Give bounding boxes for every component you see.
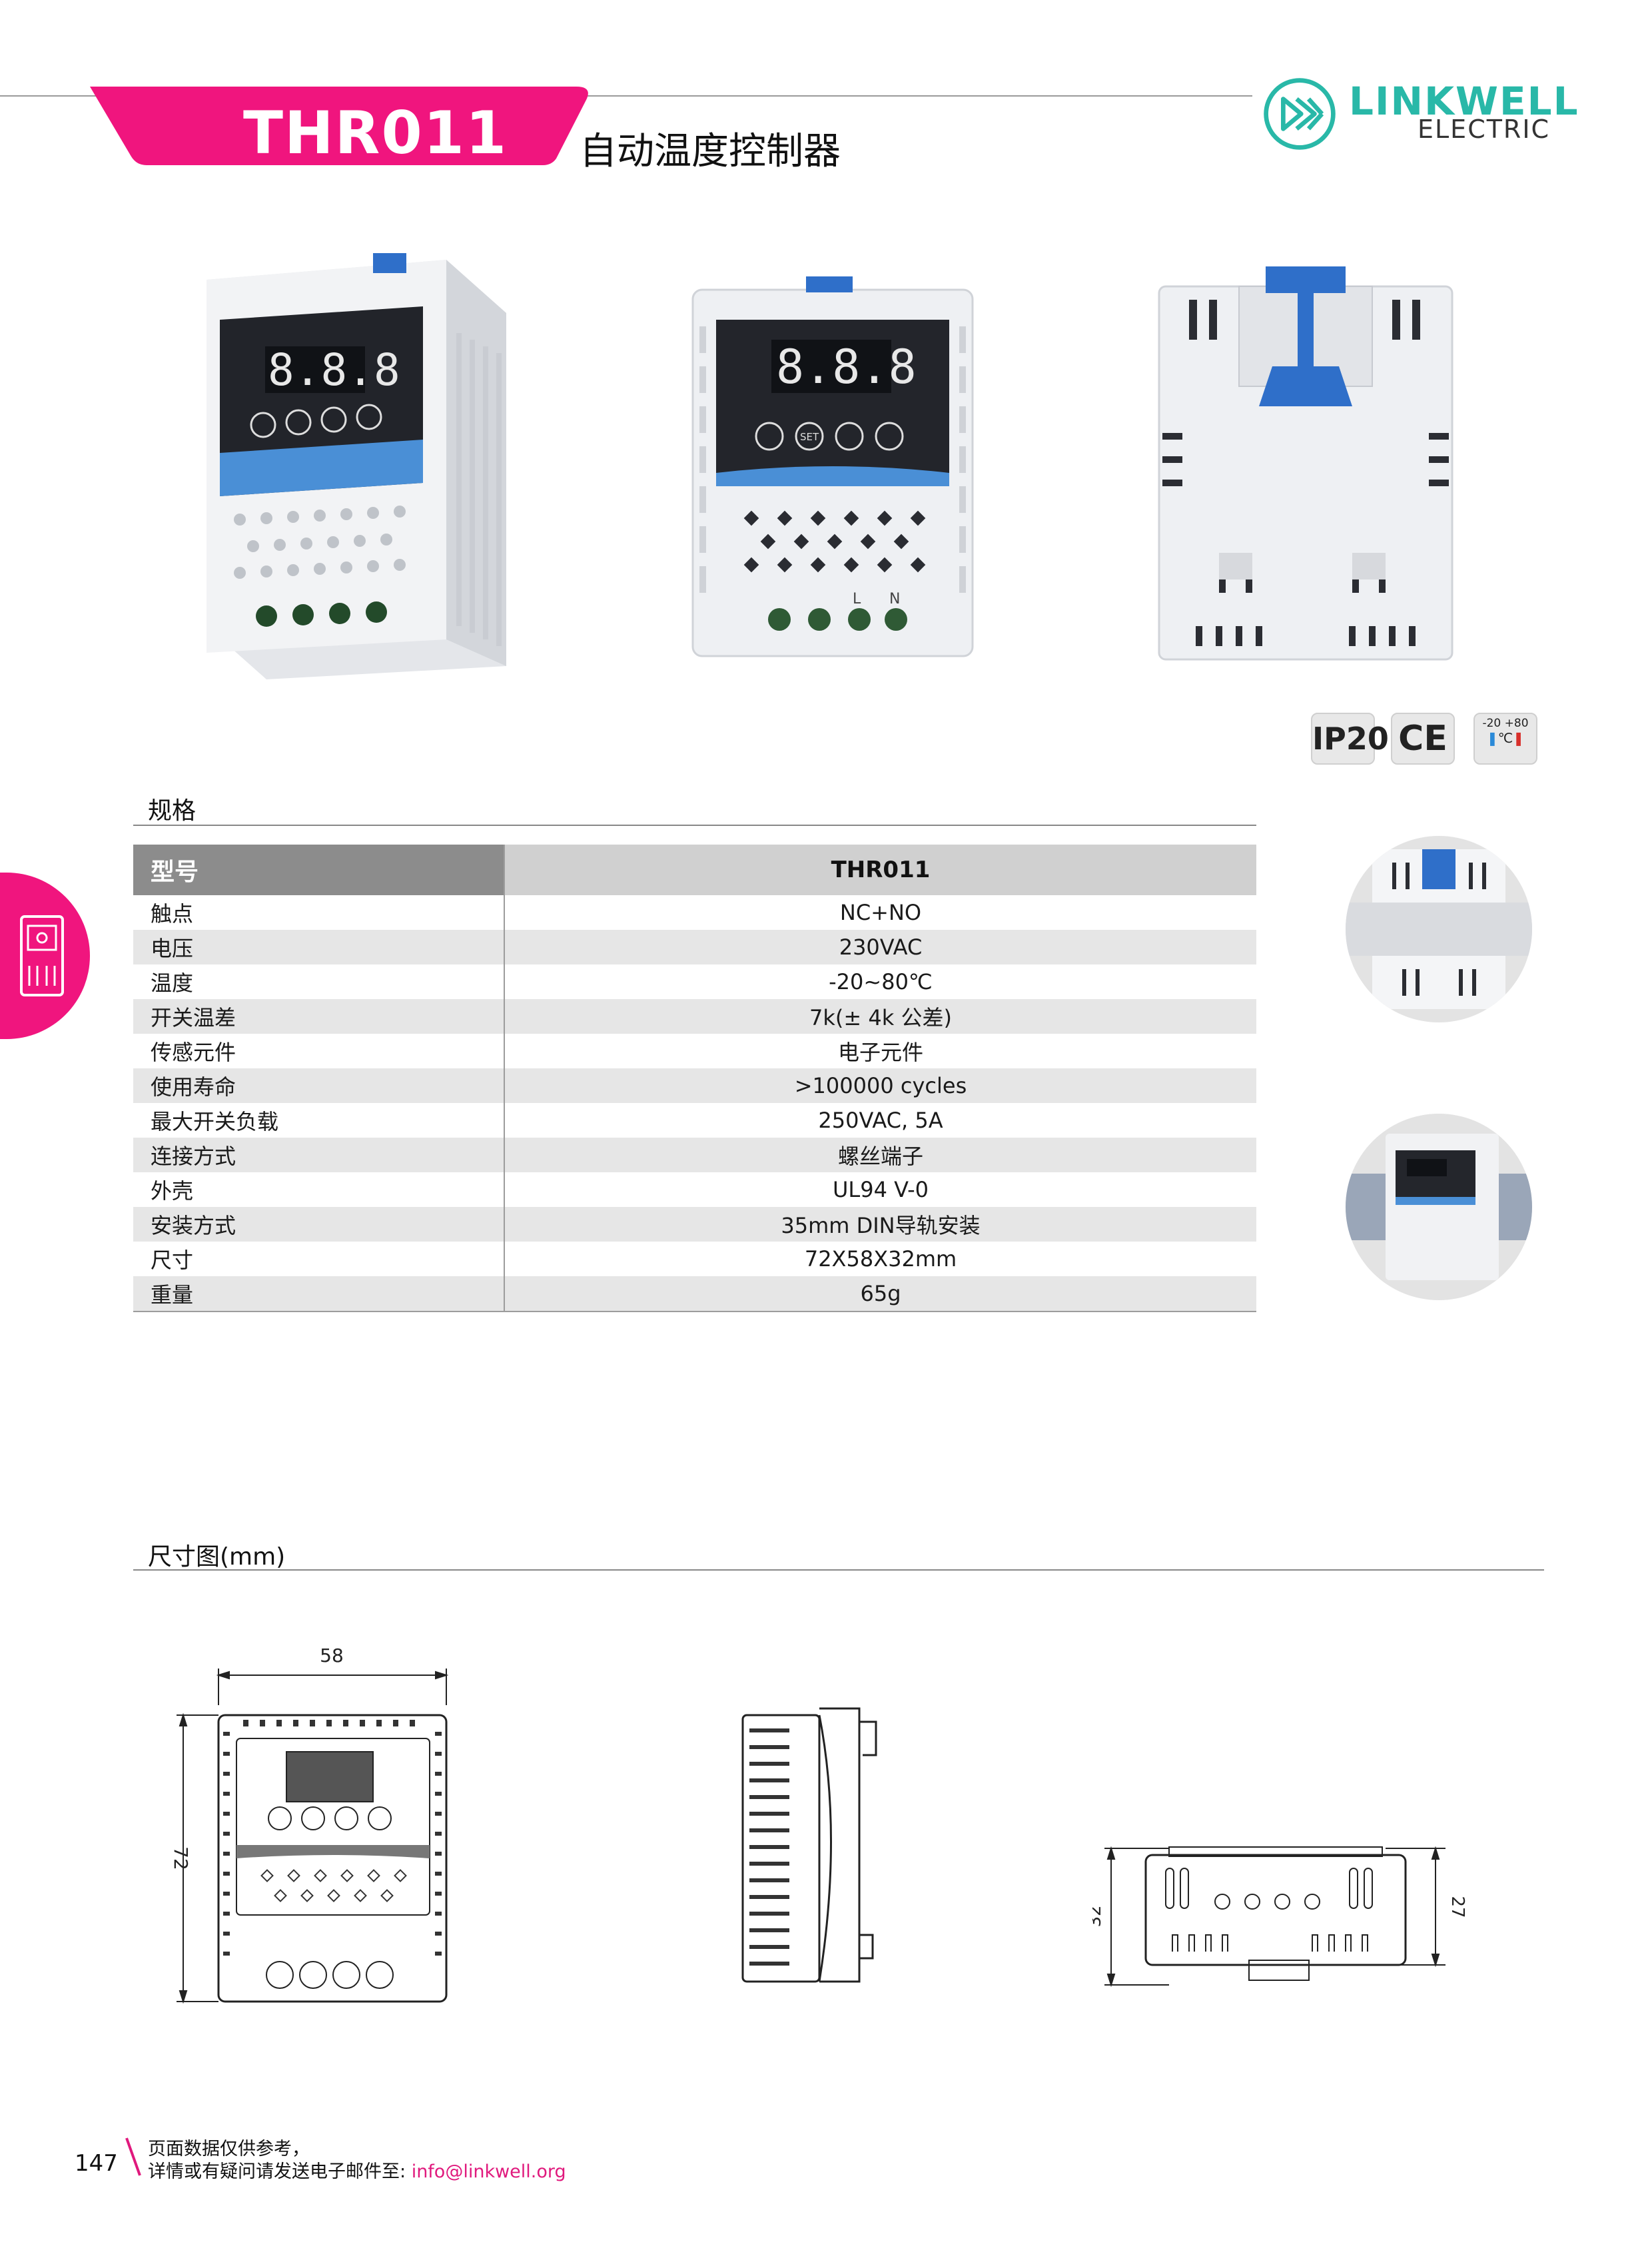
spec-row: 最大开关负载 250VAC, 5A <box>133 1103 1256 1138</box>
dimension-section-title: 尺寸图(mm) <box>148 1543 286 1571</box>
svg-text:SET: SET <box>800 431 819 443</box>
spec-row: 温度 -20~80℃ <box>133 964 1256 999</box>
spec-row: 尺寸 72X58X32mm <box>133 1242 1256 1276</box>
svg-text:L: L <box>853 591 861 607</box>
spec-row: 外壳 UL94 V-0 <box>133 1172 1256 1207</box>
footer-note: 页面数据仅供参考， 详情或有疑问请发送电子邮件至: info@linkwell.… <box>148 2138 566 2183</box>
spec-value: 250VAC, 5A <box>504 1103 1256 1138</box>
footer-line-2: 详情或有疑问请发送电子邮件至: <box>148 2161 412 2182</box>
spec-section-rule <box>133 825 1256 826</box>
spec-label: 触点 <box>151 901 194 927</box>
spec-label: 传感元件 <box>151 1040 236 1065</box>
inner-depth-dimension-label: 27 <box>1447 1896 1465 1918</box>
product-subtitle: 自动温度控制器 <box>580 130 841 173</box>
depth-dimension-label: 32 <box>1092 1905 1105 1927</box>
spec-label: 使用寿命 <box>133 1068 504 1103</box>
din-rail-mounted-photo <box>1346 1114 1532 1300</box>
spec-label: 外壳 <box>151 1178 194 1204</box>
side-dimension-drawing <box>741 1707 877 1983</box>
spec-label: 安装方式 <box>133 1207 504 1242</box>
din-rail-back-photo <box>1346 836 1532 1022</box>
spec-header-value: THR011 <box>504 845 1256 895</box>
product-photo-back <box>1158 266 1453 661</box>
spec-label: 温度 <box>151 970 194 996</box>
spec-label: 最大开关负载 <box>151 1109 279 1134</box>
title-tab <box>90 87 588 165</box>
spec-label: 重量 <box>133 1276 504 1312</box>
spec-value: 螺丝端子 <box>504 1138 1256 1172</box>
spec-label: 开关温差 <box>133 999 504 1034</box>
spec-value: 电子元件 <box>504 1034 1256 1068</box>
brand-subname: ELECTRIC <box>1418 115 1551 144</box>
spec-row: 使用寿命>100000 cycles <box>133 1068 1256 1103</box>
svg-text:8.8.8: 8.8.8 <box>776 340 917 394</box>
temp-unit-label: ℃ <box>1497 730 1513 746</box>
page-number: 147 <box>75 2150 118 2177</box>
spec-value: 65g <box>504 1276 1256 1312</box>
spec-header-row: 型号 THR011 <box>133 845 1256 895</box>
temp-high-label: +80 <box>1504 717 1529 730</box>
bottom-dimension-drawing: 32 27 <box>1092 1846 1465 1988</box>
product-photo-front: 8.8.8 SET L N <box>691 276 974 657</box>
spec-row: 传感元件 电子元件 <box>133 1034 1256 1068</box>
brand-name: LINKWELL <box>1349 79 1579 124</box>
spec-value: 72X58X32mm <box>504 1242 1256 1276</box>
spec-value: 35mm DIN导轨安装 <box>504 1207 1256 1242</box>
thermometer-hot-icon: ❚ <box>1513 730 1524 746</box>
height-dimension-label: 72 <box>170 1846 192 1870</box>
spec-header-label: 型号 <box>133 845 504 895</box>
width-dimension-label: 58 <box>320 1645 344 1667</box>
spec-value: >100000 cycles <box>504 1068 1256 1103</box>
spec-label: 尺寸 <box>151 1248 194 1273</box>
front-dimension-drawing: 58 72 <box>170 1645 449 2004</box>
header-rule <box>0 95 1252 97</box>
spec-row: 连接方式螺丝端子 <box>133 1138 1256 1172</box>
spec-value: UL94 V-0 <box>504 1172 1256 1207</box>
spec-value: 7k(± 4k 公差) <box>504 999 1256 1034</box>
dimension-section-rule <box>133 1569 1544 1571</box>
temperature-range-badge: -20 +80 ❚℃❚ <box>1473 713 1537 765</box>
side-category-tab <box>0 873 90 1039</box>
spec-value: 230VAC <box>504 930 1256 964</box>
footer-slash-divider <box>125 2137 141 2176</box>
spec-value: -20~80℃ <box>504 964 1256 999</box>
product-photo-angled: 8.8.8 <box>206 253 506 679</box>
spec-label: 连接方式 <box>133 1138 504 1172</box>
ip20-badge: IP20 <box>1311 713 1389 765</box>
spec-row: 触点 NC+NO <box>133 895 1256 930</box>
spec-value: NC+NO <box>504 895 1256 930</box>
thermometer-cold-icon: ❚ <box>1487 730 1498 746</box>
ce-badge: CE <box>1391 713 1455 765</box>
temp-low-label: -20 <box>1482 717 1501 730</box>
display-digits: 8.8.8 <box>268 344 400 396</box>
model-title: THR011 <box>243 99 508 167</box>
footer-line-1: 页面数据仅供参考， <box>148 2139 310 2159</box>
contact-email-link[interactable]: info@linkwell.org <box>411 2161 566 2182</box>
spec-label: 电压 <box>133 930 504 964</box>
thermostat-device-icon <box>20 915 64 996</box>
linkwell-logo-icon <box>1264 78 1336 150</box>
spec-section-title: 规格 <box>148 797 197 825</box>
svg-text:N: N <box>889 591 900 607</box>
